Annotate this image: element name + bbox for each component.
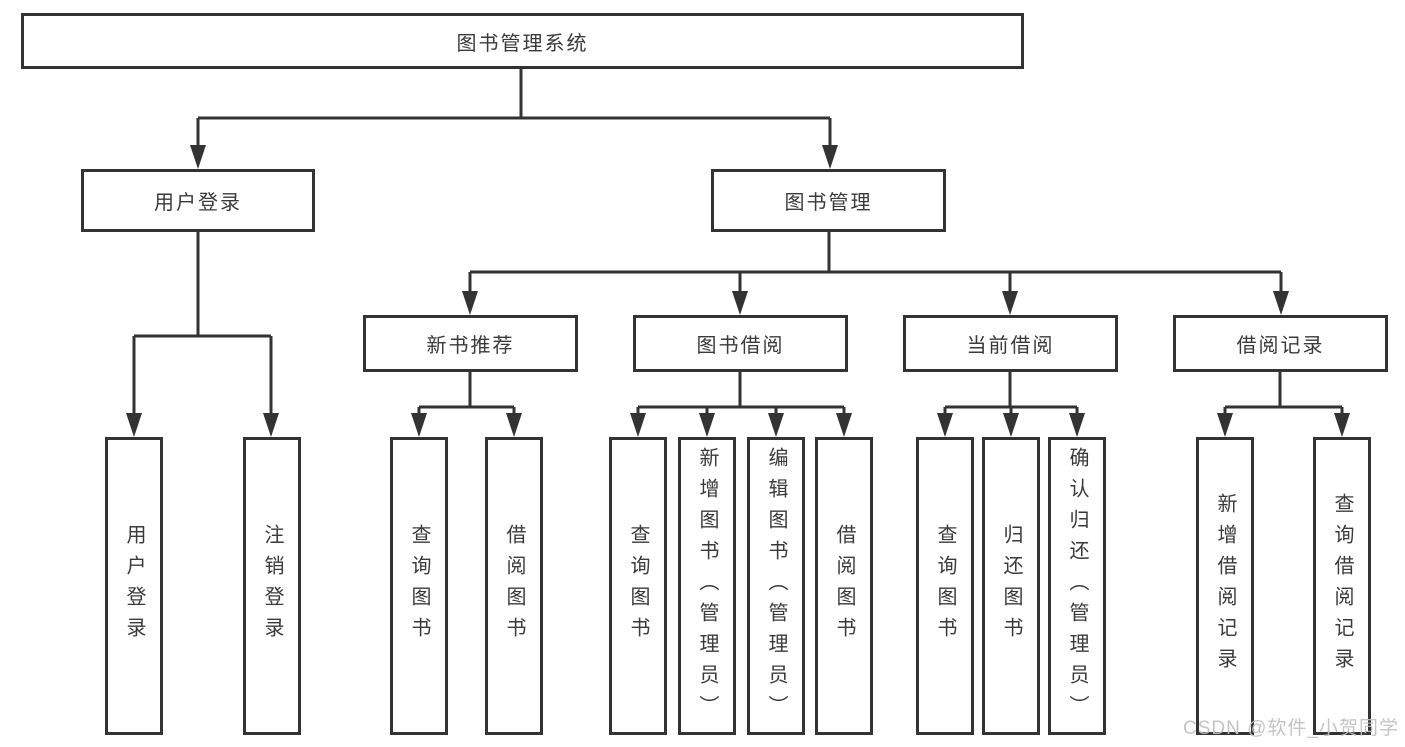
node-leaf-add-borrow-record: 新增借阅记录 xyxy=(1196,437,1254,735)
arrowhead-icon xyxy=(937,413,953,437)
node-leaf-user-login: 用户登录 xyxy=(105,437,163,735)
arrowhead-icon xyxy=(263,413,279,437)
arrowhead-icon xyxy=(630,413,646,437)
node-leaf-logout: 注销登录 xyxy=(243,437,301,735)
node-leaf-query-books-borrow: 查询图书 xyxy=(609,437,667,735)
node-leaf-edit-book-admin: 编辑图书（管理员） xyxy=(747,437,805,735)
arrowhead-icon xyxy=(190,145,206,169)
arrowhead-icon xyxy=(462,291,478,315)
node-current-borrow: 当前借阅 xyxy=(903,315,1118,372)
arrowhead-icon xyxy=(506,413,522,437)
arrowhead-icon xyxy=(1273,291,1289,315)
arrowhead-icon xyxy=(1217,413,1233,437)
node-root: 图书管理系统 xyxy=(21,13,1024,69)
arrowhead-icon xyxy=(126,413,142,437)
node-leaf-query-books-recommend: 查询图书 xyxy=(390,437,448,735)
node-leaf-borrow-books-recommend: 借阅图书 xyxy=(485,437,543,735)
arrowhead-icon xyxy=(836,413,852,437)
node-leaf-add-book-admin: 新增图书（管理员） xyxy=(678,437,736,735)
arrowhead-icon xyxy=(1069,413,1085,437)
node-book-borrow: 图书借阅 xyxy=(633,315,848,372)
node-borrow-records: 借阅记录 xyxy=(1173,315,1388,372)
node-leaf-borrow-books: 借阅图书 xyxy=(815,437,873,735)
node-user-login: 用户登录 xyxy=(81,169,315,232)
arrowhead-icon xyxy=(768,413,784,437)
node-leaf-return-book: 归还图书 xyxy=(982,437,1040,735)
connector-path xyxy=(132,69,1344,416)
node-leaf-confirm-return-admin: 确认归还（管理员） xyxy=(1048,437,1106,735)
node-leaf-query-borrow-record: 查询借阅记录 xyxy=(1313,437,1371,735)
node-book-management: 图书管理 xyxy=(711,169,946,232)
arrowhead-icon xyxy=(732,291,748,315)
arrowhead-icon xyxy=(822,145,838,169)
node-leaf-query-books-current: 查询图书 xyxy=(916,437,974,735)
arrowhead-icon xyxy=(1002,291,1018,315)
arrowhead-icon xyxy=(1003,413,1019,437)
arrowhead-icon xyxy=(411,413,427,437)
csdn-watermark: CSDN @软件_小贺同学 xyxy=(1183,718,1399,739)
arrowhead-icon xyxy=(1334,413,1350,437)
arrowhead-icon xyxy=(699,413,715,437)
node-new-book-recommend: 新书推荐 xyxy=(363,315,578,372)
